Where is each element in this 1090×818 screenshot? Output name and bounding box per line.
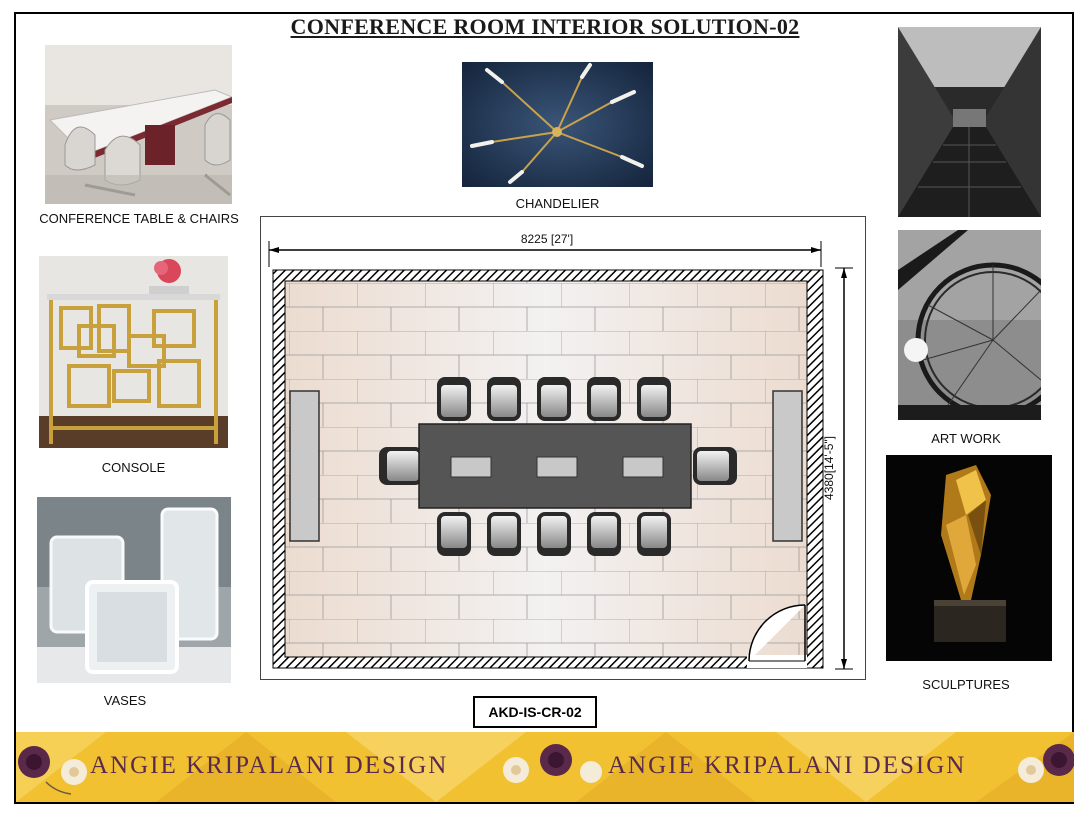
brand-name-right: ANGIE KRIPALANI DESIGN xyxy=(608,752,967,779)
page-title: CONFERENCE ROOM INTERIOR SOLUTION-02 xyxy=(290,14,800,39)
plan-width-dimension: 8225 [27'] xyxy=(521,232,573,246)
banner-flower-middle xyxy=(503,744,602,783)
brand-name-left: ANGIE KRIPALANI DESIGN xyxy=(90,752,449,779)
console-caption: CONSOLE xyxy=(101,460,166,475)
chandelier-photo xyxy=(462,62,653,187)
conference-table-caption: CONFERENCE TABLE & CHAIRS xyxy=(39,211,239,226)
chairs-bottom xyxy=(437,512,671,556)
console-photo xyxy=(39,256,228,448)
chairs-top xyxy=(437,377,671,421)
conference-table-photo xyxy=(45,45,232,204)
plan-height-dimension: 4380[14'-5"] xyxy=(822,436,836,500)
brand-banner: ANGIE KRIPALANI DESIGN ANGIE KRIPALANI D… xyxy=(16,732,1074,802)
banner-flower-left xyxy=(18,746,87,795)
vases-photo xyxy=(37,497,231,683)
chandelier-caption: CHANDELIER xyxy=(515,196,600,211)
banner-flower-right xyxy=(1018,744,1074,783)
drawing-code-box: AKD-IS-CR-02 xyxy=(473,696,597,728)
vases-caption: VASES xyxy=(103,693,147,708)
art-work-caption: ART WORK xyxy=(931,431,1001,446)
floor-plan: 8225 [27'] 4380[14'-5"] xyxy=(260,216,866,680)
sculptures-caption: SCULPTURES xyxy=(922,677,1010,692)
sculpture-photo xyxy=(886,455,1052,661)
art-work-street-photo xyxy=(898,27,1041,217)
art-work-wheel-photo xyxy=(898,230,1041,420)
